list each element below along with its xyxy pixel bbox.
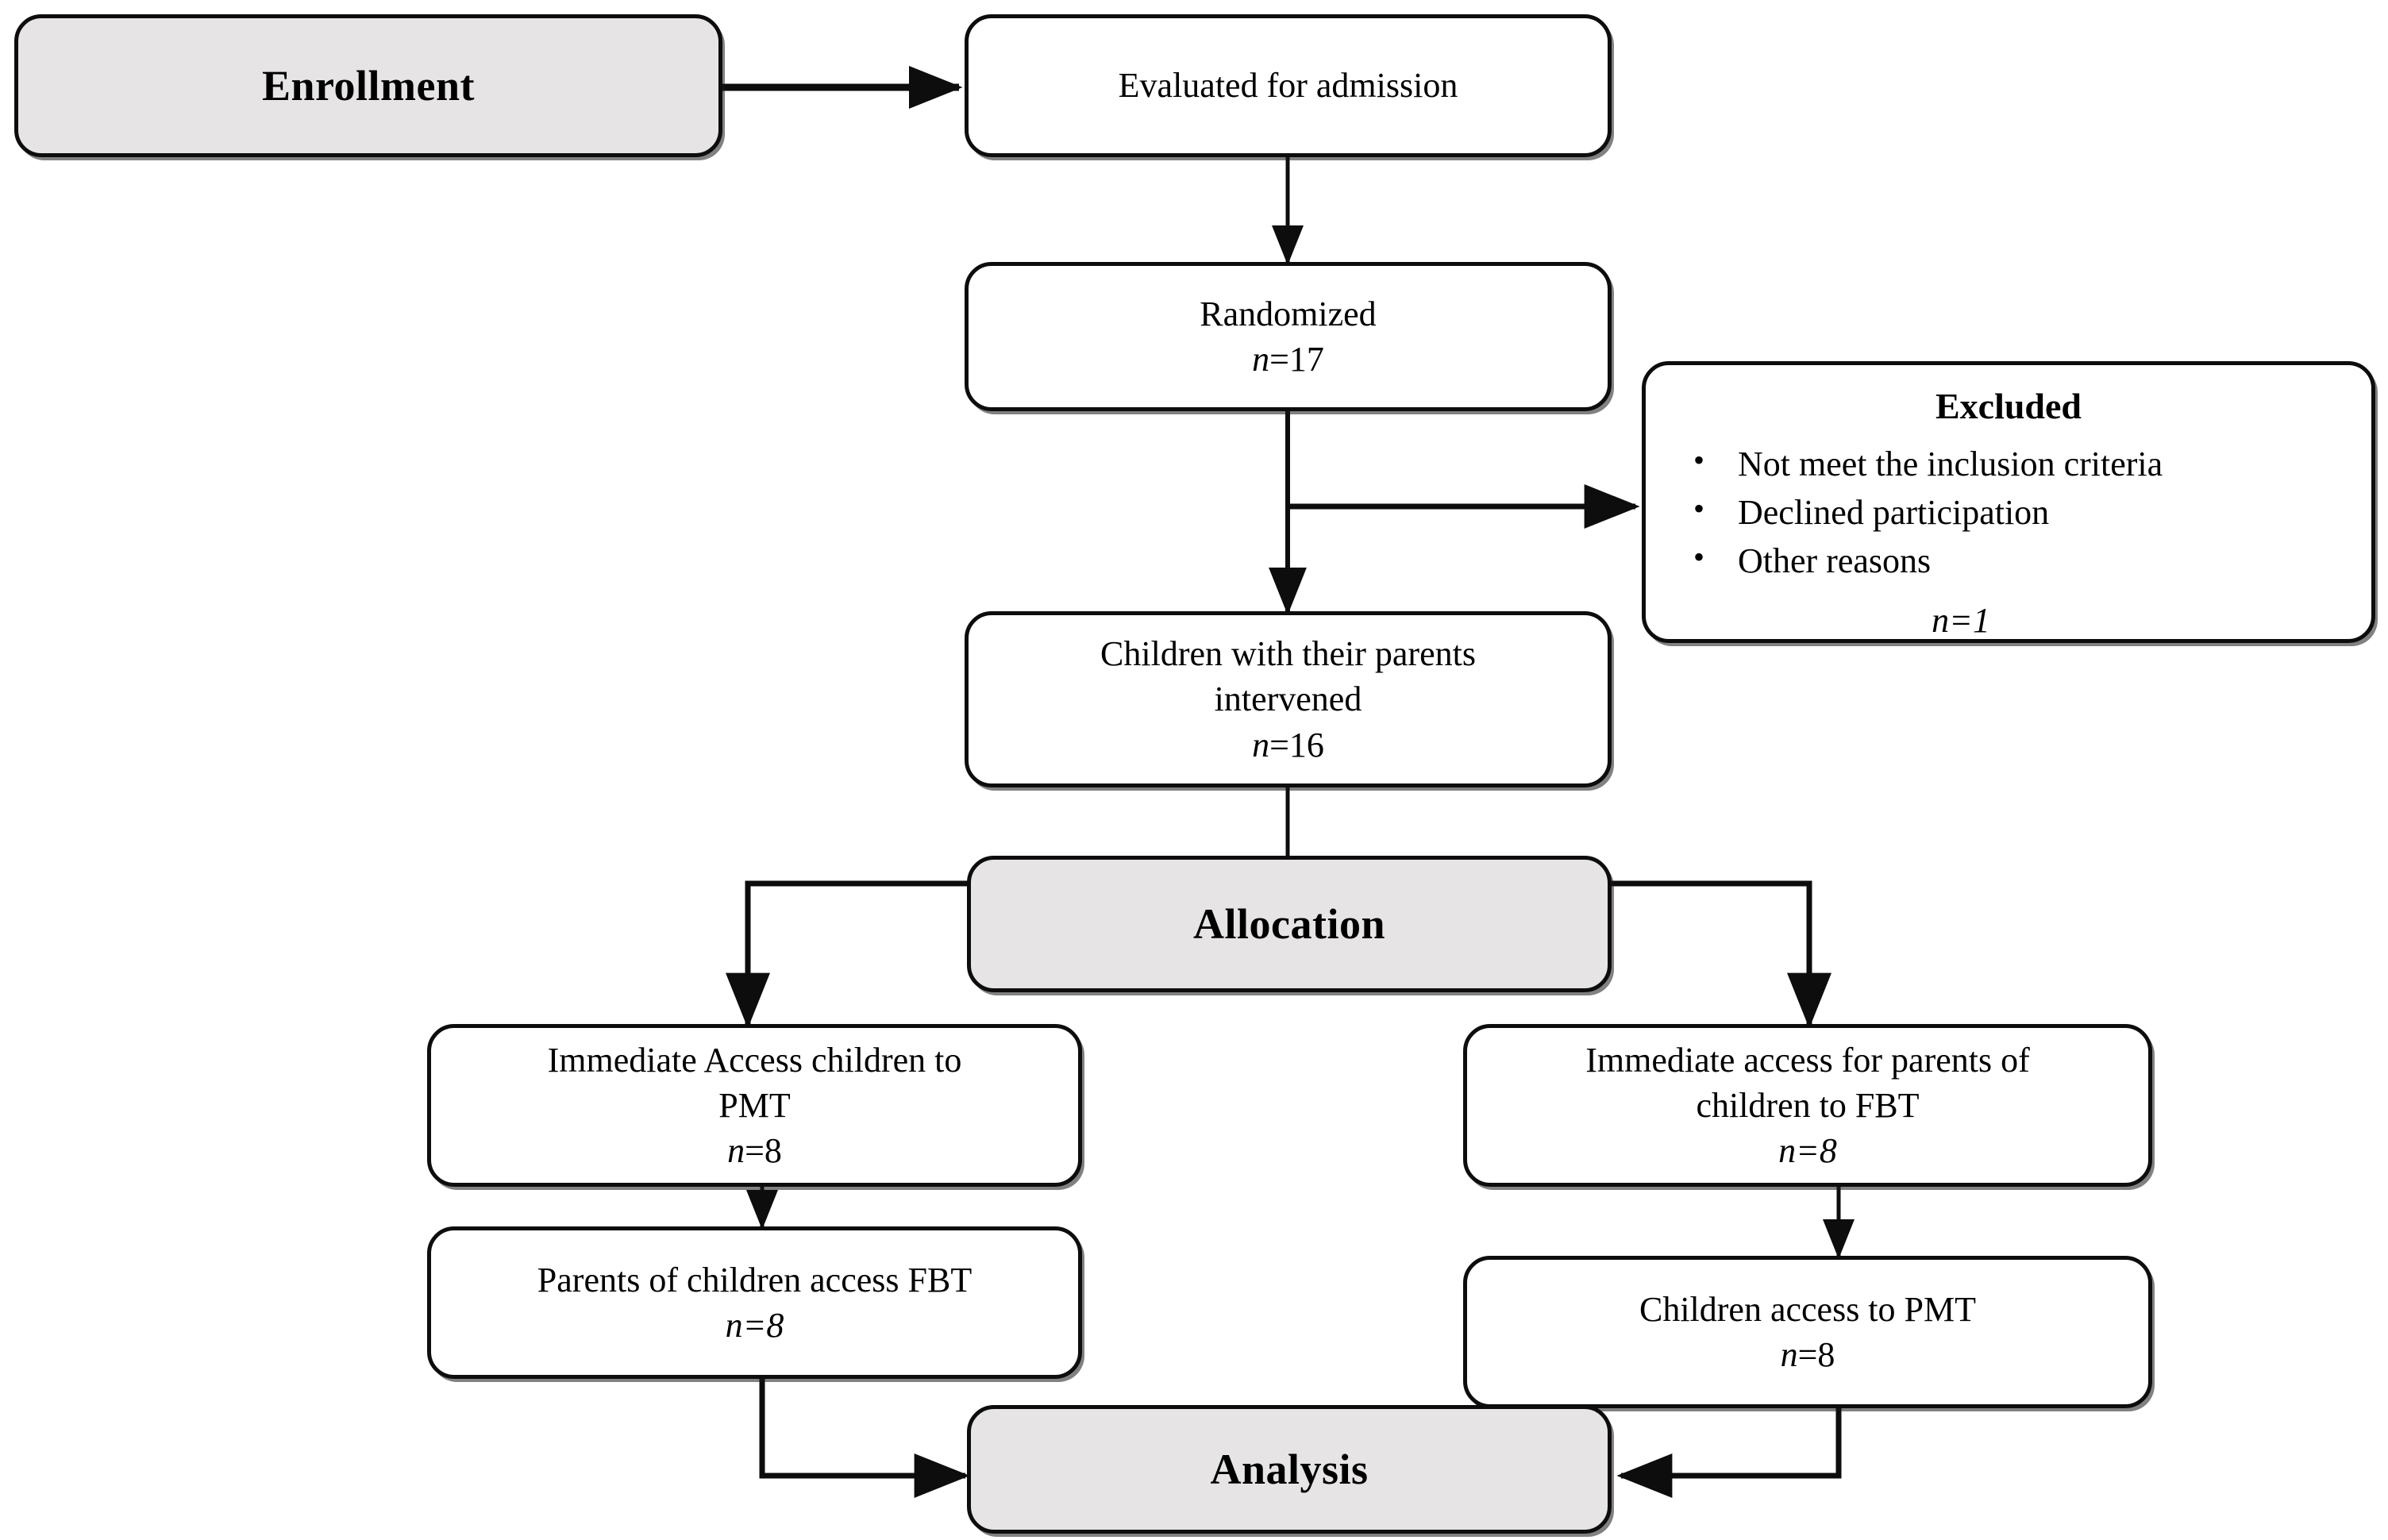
connector-allocation-right-branch [1612,880,1831,1029]
node-children-intervened-line1: Children with their parents [1100,634,1476,674]
node-children-intervened-line2: intervened [1214,680,1362,719]
node-children-intervened-count-value: =16 [1269,725,1324,764]
stage-band-enrollment-label: Enrollment [261,61,475,110]
stage-band-allocation-label: Allocation [1193,899,1385,948]
node-left-arm-parents-access-fbt[interactable]: Parents of children access FBT n=8 [427,1226,1082,1379]
node-left-arm-bottom-count: n=8 [726,1303,784,1348]
node-randomized-count-value: =17 [1269,340,1324,379]
node-right-arm-bottom-line1: Children access to PMT [1639,1289,1977,1329]
stage-band-allocation[interactable]: Allocation [967,856,1612,992]
node-excluded-count: n=1 [1668,598,2349,643]
node-excluded-count-value: =1 [1949,601,1990,641]
node-children-intervened-count: n=16 [1252,722,1324,768]
node-right-arm-children-access-pmt[interactable]: Children access to PMT n=8 [1463,1256,2152,1408]
stage-band-analysis[interactable]: Analysis [967,1405,1612,1534]
list-item: Not meet the inclusion criteria [1689,440,2349,487]
connector-left-arm-to-analysis [759,1379,970,1498]
node-left-arm-bottom-count-n: n [725,1306,743,1345]
node-randomized-count: n=17 [1252,337,1324,382]
node-right-arm-bottom-count: n=8 [1781,1332,1835,1377]
node-left-arm-bottom-count-value: =8 [742,1306,784,1345]
stage-band-enrollment[interactable]: Enrollment [14,14,722,157]
node-right-arm-top-count-value: =8 [1796,1131,1837,1171]
list-item: Other reasons [1689,537,2349,583]
node-left-arm-top-line2: PMT [718,1085,791,1125]
node-left-arm-top-count-value: =8 [745,1131,782,1171]
node-excluded-reason-list: Not meet the inclusion criteria Declined… [1668,438,2349,587]
node-right-arm-top-line2: children to FBT [1696,1085,1920,1125]
node-left-arm-top-count-n: n [727,1131,745,1171]
node-evaluated-for-admission[interactable]: Evaluated for admission [965,14,1612,157]
node-right-arm-top-count: n=8 [1778,1128,1837,1173]
node-right-arm-top-count-n: n [1778,1131,1797,1171]
node-right-arm-bottom-count-n: n [1780,1335,1798,1374]
stage-band-analysis-label: Analysis [1210,1445,1369,1493]
node-right-arm-bottom-count-value: =8 [1797,1335,1835,1374]
list-item: Declined participation [1689,488,2349,535]
node-randomized[interactable]: Randomized n=17 [965,262,1612,411]
node-left-arm-top-line1: Immediate Access children to [547,1040,962,1080]
node-left-arm-immediate-access-pmt[interactable]: Immediate Access children to PMT n=8 [427,1024,1082,1187]
node-randomized-count-n: n [1252,340,1270,379]
node-excluded-heading: Excluded [1935,386,2082,426]
node-left-arm-top-count: n=8 [727,1128,782,1173]
node-excluded-count-n: n [1932,601,1950,641]
connector-right-arm-to-analysis [1616,1405,1842,1498]
node-left-arm-bottom-line1: Parents of children access FBT [537,1260,973,1299]
node-evaluated-label: Evaluated for admission [1118,66,1458,106]
node-randomized-label: Randomized [1200,294,1377,333]
node-children-intervened-count-n: n [1252,725,1270,764]
node-right-arm-top-line1: Immediate access for parents of [1585,1040,2030,1080]
node-right-arm-immediate-access-fbt[interactable]: Immediate access for parents of children… [1463,1024,2152,1187]
connector-allocation-left-branch [726,880,970,1029]
node-excluded[interactable]: Excluded Not meet the inclusion criteria… [1642,361,2375,643]
node-children-intervened[interactable]: Children with their parents intervened n… [965,611,1612,787]
